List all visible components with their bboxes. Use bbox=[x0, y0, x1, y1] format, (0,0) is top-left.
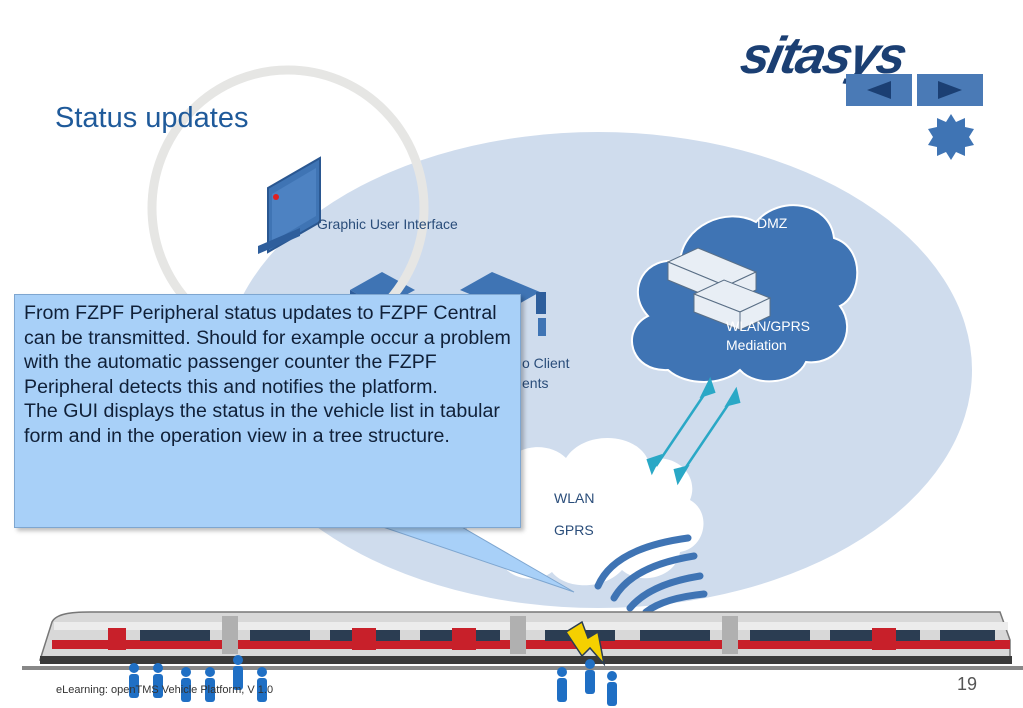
dmz-label: DMZ bbox=[757, 215, 788, 231]
previous-slide-button[interactable] bbox=[846, 74, 912, 106]
arrow-right-icon bbox=[938, 81, 962, 99]
callout-box: From FZPF Peripheral status updates to F… bbox=[14, 294, 521, 528]
gui-label: Graphic User Interface bbox=[317, 216, 458, 232]
arrow-left-icon bbox=[867, 81, 891, 99]
lightning-icon bbox=[564, 620, 606, 667]
page-title: Status updates bbox=[55, 102, 249, 134]
gprs-label: GPRS bbox=[554, 522, 594, 538]
signal-waves-icon bbox=[594, 534, 708, 616]
passenger-icons bbox=[129, 655, 617, 706]
mediation-label-line2: Mediation bbox=[726, 337, 787, 353]
gear-icon[interactable] bbox=[926, 112, 976, 162]
mediation-label-line1: WLAN/GPRS bbox=[726, 318, 811, 334]
server-rack-icon bbox=[666, 247, 772, 331]
connection-arrows bbox=[646, 376, 741, 486]
client-label-line2: ents bbox=[522, 375, 549, 391]
wlan-label: WLAN bbox=[554, 490, 595, 506]
callout-paragraph-1: From FZPF Peripheral status updates to F… bbox=[24, 302, 511, 398]
footer-text: eLearning: openTMS Vehicle Platform, V 1… bbox=[56, 684, 274, 696]
callout-paragraph-2: The GUI displays the status in the vehic… bbox=[24, 400, 500, 447]
client-label-line1: o Client bbox=[522, 355, 570, 371]
page-number: 19 bbox=[957, 674, 978, 694]
monitor-icon bbox=[258, 156, 321, 254]
next-slide-button[interactable] bbox=[917, 74, 983, 106]
train-graphic bbox=[22, 611, 1023, 670]
